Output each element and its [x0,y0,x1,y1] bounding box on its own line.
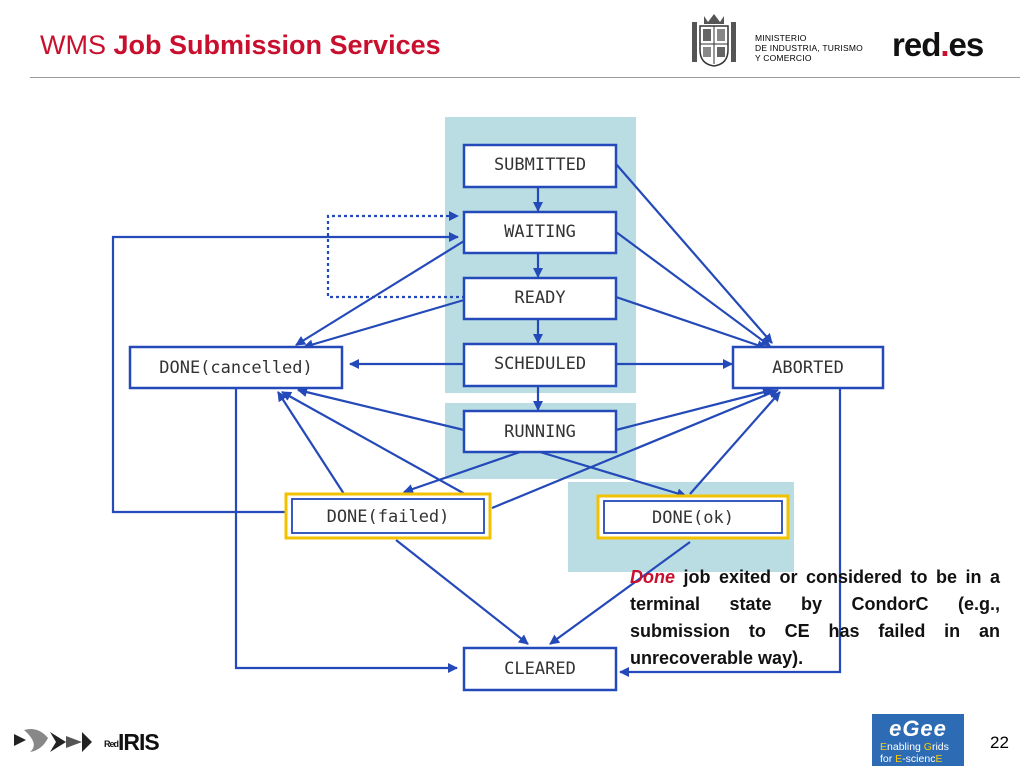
egee-tagline-1-rids: rids [931,741,949,753]
rediris-wordmark: RedIRIS [104,729,160,756]
note-text: job exited or considered to be in a term… [630,567,1000,668]
state-label-done-failed: DONE(failed) [327,507,450,527]
state-label-scheduled: SCHEDULED [494,354,586,374]
state-node-aborted: ABORTED [731,345,885,390]
egee-tagline-1-g: G [923,741,932,753]
title-main: Job Submission Services [113,30,441,60]
job-state-diagram: SUBMITTED WAITING READY SCHEDULED RUNNIN… [111,117,885,692]
state-label-aborted: ABORTED [772,358,844,378]
egee-tagline-2-for: for [880,753,896,765]
egee-tagline-1: Enabling Grids [880,741,949,753]
transition-arrows [111,163,842,677]
rediris-wordmark-red: Red [104,738,119,749]
egee-tagline-2-e-end: E [935,753,943,765]
ministry-line-2: DE INDUSTRIA, TURISMO [755,43,863,53]
egee-tagline-2-scienc: -scienc [902,753,936,765]
title-prefix: WMS [40,30,106,60]
egee-logo-mark: eGee [889,716,947,741]
state-node-done-failed: DONE(failed) [284,492,492,540]
rediris-wordmark-iris: IRIS [118,729,160,755]
state-node-submitted: SUBMITTED [462,143,618,189]
header-divider [30,77,1020,78]
state-node-done-cancelled: DONE(cancelled) [128,345,344,390]
egee-tagline-2-e: E [895,753,903,765]
ministry-name: MINISTERIO DE INDUSTRIA, TURISMO Y COMER… [755,33,863,63]
egee-tagline-1-e: E [880,741,888,753]
page-number: 22 [990,733,1009,752]
redes-logo-dot: . [940,26,949,63]
note-keyword: Done [630,567,675,587]
egee-tagline-1-nabling: nabling [887,741,924,753]
state-label-ready: READY [514,288,565,308]
state-node-running: RUNNING [462,409,618,454]
state-node-cleared: CLEARED [462,646,618,692]
state-node-done-ok: DONE(ok) [596,494,790,540]
ministry-line-1: MINISTERIO [755,33,807,43]
done-definition-note: Done job exited or considered to be in a… [630,564,1000,672]
rediris-logo-icon [14,729,92,752]
egee-logo: eGee Enabling Grids for E-sciencE [872,714,964,766]
coat-of-arms-icon [692,14,736,67]
state-label-cleared: CLEARED [504,659,576,679]
state-node-scheduled: SCHEDULED [462,342,618,388]
state-node-ready: READY [462,276,618,321]
state-label-waiting: WAITING [504,222,576,242]
state-label-submitted: SUBMITTED [494,155,586,175]
state-label-done-cancelled: DONE(cancelled) [159,358,313,378]
redes-logo-es: es [948,26,985,63]
state-label-running: RUNNING [504,422,576,442]
egee-tagline-2: for E-sciencE [880,753,942,765]
ministry-line-3: Y COMERCIO [755,53,812,63]
slide-title: WMS Job Submission Services [40,30,441,61]
state-label-done-ok: DONE(ok) [652,508,734,528]
redes-logo-red: red [892,26,941,63]
state-node-waiting: WAITING [462,210,618,255]
redes-logo: red.es [892,26,985,64]
